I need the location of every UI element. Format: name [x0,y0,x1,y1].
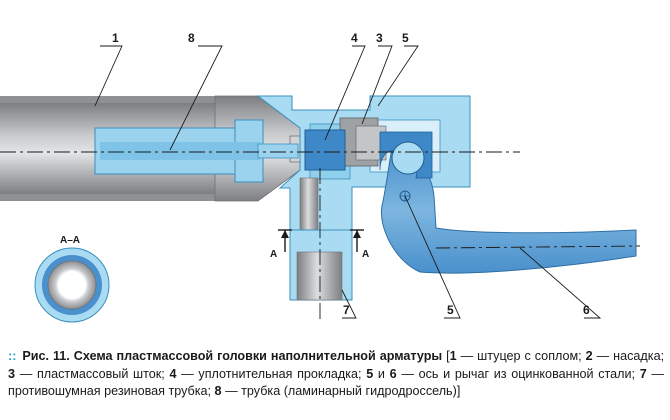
part-5-axle [379,131,433,202]
label-part-8: 8 [188,31,195,45]
part-8-laminar-tube [94,119,299,183]
section-arrow-left-label: А [270,249,277,260]
caption-title: Схема пластмассовой головки наполнительн… [73,349,443,363]
label-part-5-top: 5 [402,31,409,45]
section-title: А–А [60,235,80,246]
label-part-4: 4 [351,31,358,45]
label-part-1: 1 [112,31,119,45]
leader-lines [94,45,602,319]
filling-head-diagram: 1 8 4 3 5 5 6 7 А А А–А [0,31,641,323]
label-part-3: 3 [376,31,383,45]
section-arrow-right [350,229,364,252]
part-4-gasket [304,129,346,171]
label-part-6: 6 [583,303,590,317]
figure-caption: ::Рис. 11. Схема пластмассовой головки н… [8,349,665,398]
caption-fig: Рис. 11. [22,349,70,363]
section-arrow-left [278,229,292,252]
section-view [34,247,110,323]
part-7-rubber-tube [289,229,353,301]
lever-axis [435,245,641,249]
section-arrow-right-label: А [362,249,369,260]
outlet-stub [299,177,319,233]
label-part-5-bottom: 5 [447,303,454,317]
caption-bullet-icon: :: [8,349,17,363]
label-part-7: 7 [343,303,350,317]
part-6-lever [380,147,637,274]
